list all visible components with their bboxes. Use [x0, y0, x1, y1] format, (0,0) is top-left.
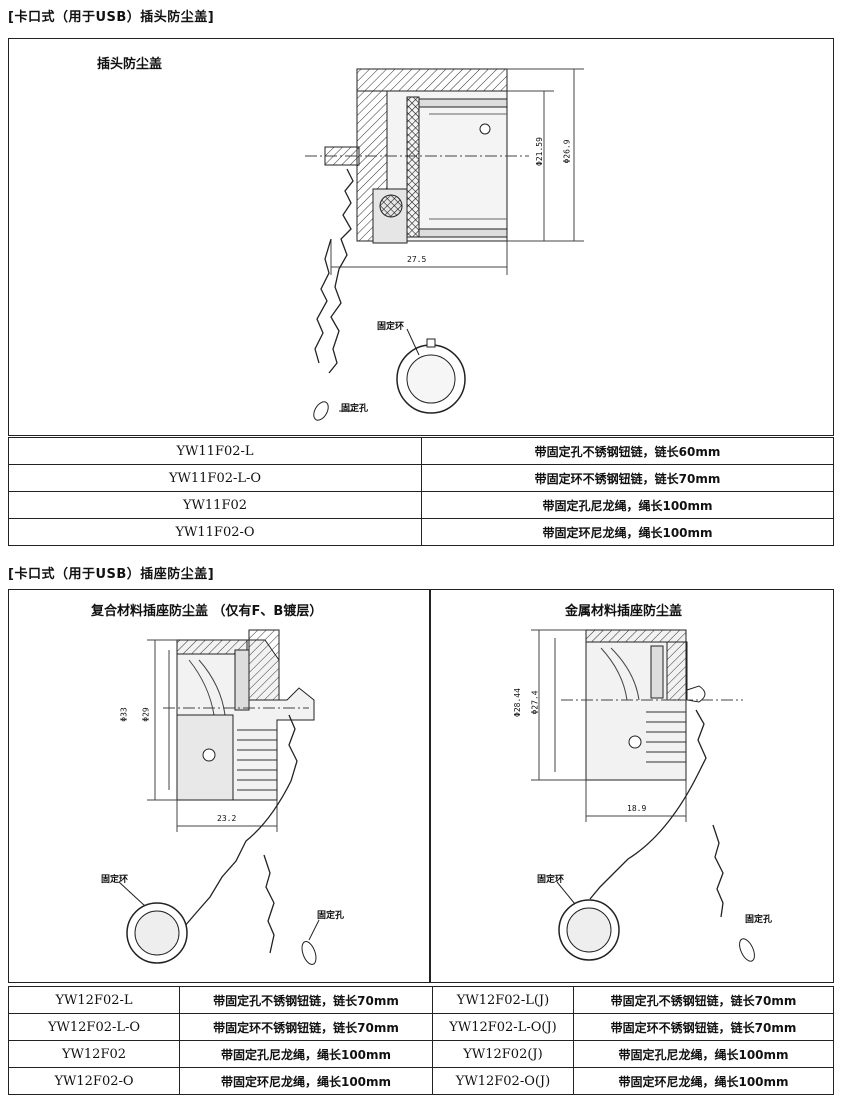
plug-cap-drawing-panel: 插头防尘盖	[8, 38, 834, 436]
composite-cap-panel: 复合材料插座防尘盖 （仅有F、B镀层）	[8, 589, 430, 983]
dim-len-left: 23.2	[217, 814, 237, 823]
desc-cell: 带固定环不锈钢钮链，链长70mm	[421, 464, 834, 492]
model-cell: YW12F02(J)	[432, 1040, 574, 1068]
model-cell: YW12F02-L-O	[8, 1013, 180, 1041]
table-row: YW12F02-L 带固定孔不锈钢钮链，链长70mm YW12F02-L(J) …	[8, 986, 834, 1014]
desc-cell: 带固定孔尼龙绳，绳长100mm	[573, 1040, 834, 1068]
desc-cell: 带固定环尼龙绳，绳长100mm	[573, 1067, 834, 1095]
hole-label-left: 固定孔	[317, 911, 345, 921]
dim-d27: Φ27.4	[530, 690, 540, 715]
model-cell: YW12F02	[8, 1040, 180, 1068]
model-cell: YW11F02-L-O	[8, 464, 422, 492]
model-cell: YW12F02-L(J)	[432, 986, 574, 1014]
plug-cap-title: 插头防尘盖	[97, 57, 163, 72]
desc-cell: 带固定孔尼龙绳，绳长100mm	[179, 1040, 433, 1068]
receptacle-cap-table: YW12F02-L 带固定孔不锈钢钮链，链长70mm YW12F02-L(J) …	[8, 986, 834, 1095]
desc-cell: 带固定孔尼龙绳，绳长100mm	[421, 491, 834, 519]
metal-cap-panel: 金属材料插座防尘盖 Φ28.44	[430, 589, 834, 983]
ring-label: 固定环	[377, 322, 405, 332]
model-cell: YW12F02-O(J)	[432, 1067, 574, 1095]
dim-d28: Φ28.44	[512, 688, 522, 717]
ring-label-left: 固定环	[101, 875, 129, 885]
table-row: YW12F02 带固定孔尼龙绳，绳长100mm YW12F02(J) 带固定孔尼…	[8, 1040, 834, 1068]
model-cell: YW12F02-L	[8, 986, 180, 1014]
desc-cell: 带固定环尼龙绳，绳长100mm	[179, 1067, 433, 1095]
desc-cell: 带固定孔不锈钢钮链，链长60mm	[421, 437, 834, 465]
model-cell: YW11F02-O	[8, 518, 422, 546]
hole-label: 固定孔	[341, 404, 369, 414]
dim-len-right: 18.9	[627, 804, 647, 813]
desc-cell: 带固定环不锈钢钮链，链长70mm	[179, 1013, 433, 1041]
table-row: YW12F02-L-O 带固定环不锈钢钮链，链长70mm YW12F02-L-O…	[8, 1013, 834, 1041]
desc-cell: 带固定环尼龙绳，绳长100mm	[421, 518, 834, 546]
metal-cap-title: 金属材料插座防尘盖	[565, 604, 683, 619]
desc-cell: 带固定孔不锈钢钮链，链长70mm	[573, 986, 834, 1014]
desc-cell: 带固定孔不锈钢钮链，链长70mm	[179, 986, 433, 1014]
dim-len: 27.5	[407, 255, 427, 264]
composite-cap-drawing	[118, 629, 320, 965]
table-row: YW12F02-O 带固定环尼龙绳，绳长100mm YW12F02-O(J) 带…	[8, 1067, 834, 1095]
section1-header: [卡口式（用于USB）插头防尘盖]	[8, 10, 215, 25]
hole-label-right: 固定孔	[745, 915, 773, 925]
dim-d29: Φ29	[141, 707, 151, 722]
model-cell: YW12F02-L-O(J)	[432, 1013, 574, 1041]
dim-d33: Φ33	[119, 707, 129, 722]
dim-d21: Φ21.59	[534, 137, 544, 166]
desc-cell: 带固定环不锈钢钮链，链长70mm	[573, 1013, 834, 1041]
section2-header: [卡口式（用于USB）插座防尘盖]	[8, 567, 215, 582]
ring-label-right: 固定环	[537, 875, 565, 885]
composite-cap-title: 复合材料插座防尘盖 （仅有F、B镀层）	[91, 604, 323, 619]
model-cell: YW11F02	[8, 491, 422, 519]
model-cell: YW11F02-L	[8, 437, 422, 465]
model-cell: YW12F02-O	[8, 1067, 180, 1095]
plug-cap-drawing	[305, 68, 584, 421]
dim-d26: Φ26.9	[562, 139, 572, 164]
metal-cap-drawing	[531, 629, 755, 962]
